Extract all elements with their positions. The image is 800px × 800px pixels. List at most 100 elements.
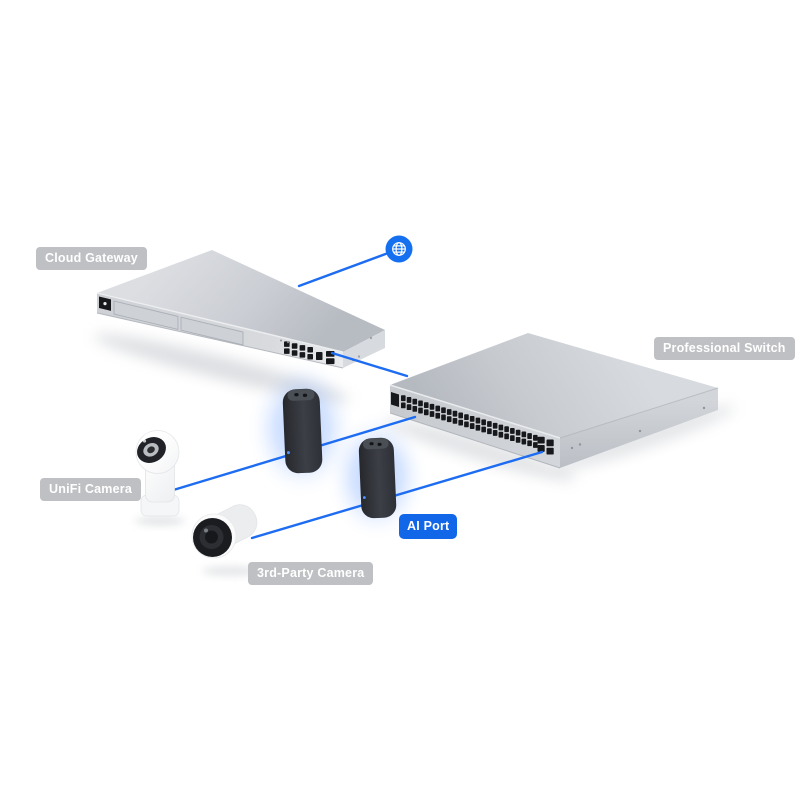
- ethernet-port: [284, 348, 290, 354]
- ethernet-port: [446, 409, 452, 415]
- ethernet-port: [423, 402, 429, 408]
- gateway-drive-bay-2: [180, 316, 244, 346]
- unifi-camera-shadow: [135, 516, 185, 526]
- ethernet-port: [504, 426, 509, 433]
- globe-glyph: [392, 242, 406, 256]
- ethernet-port: [492, 422, 498, 429]
- line-switch-thirdparty-camera: [250, 450, 544, 540]
- gateway-top-face: [97, 250, 385, 352]
- ethernet-port: [406, 404, 412, 411]
- switch-side-edge: [559, 387, 719, 439]
- switch-screw-4: [702, 406, 706, 410]
- ai-port-2-port-a: [369, 442, 374, 446]
- ai-port-device-1: [282, 388, 323, 474]
- ethernet-port: [418, 407, 423, 414]
- ethernet-port: [452, 410, 458, 417]
- ethernet-port: [475, 424, 481, 431]
- ethernet-port: [537, 445, 545, 452]
- ethernet-port: [412, 405, 418, 412]
- ethernet-port: [515, 429, 521, 436]
- switch-top-face: [390, 333, 718, 438]
- ethernet-port: [429, 403, 435, 410]
- ai-port-1-led: [286, 451, 290, 455]
- unifi-camera-device: [135, 430, 185, 526]
- switch-shadow-side: [555, 405, 735, 471]
- switch-screw-1: [570, 446, 574, 450]
- ethernet-port: [464, 414, 469, 421]
- ethernet-port: [299, 345, 306, 351]
- professional-switch-label: Professional Switch: [654, 337, 795, 360]
- ethernet-port: [401, 395, 406, 402]
- gateway-indicator-dot-1: [280, 339, 282, 342]
- ethernet-port: [533, 442, 538, 448]
- ethernet-port: [521, 431, 527, 438]
- ai-port-1-body: [282, 388, 323, 474]
- switch-screw-2: [578, 443, 582, 446]
- gateway-bevel: [96, 292, 344, 353]
- ethernet-port: [435, 412, 441, 419]
- ethernet-port: [487, 421, 492, 427]
- switch-shadow-front: [384, 419, 576, 481]
- ai-port-1-port-b: [302, 393, 308, 398]
- switch-ports: [401, 395, 554, 455]
- ethernet-port: [406, 397, 412, 403]
- gateway-screw-2: [357, 355, 361, 358]
- ethernet-port: [291, 350, 298, 356]
- ethernet-port: [487, 428, 492, 435]
- ethernet-port: [546, 447, 554, 455]
- ethernet-port: [423, 409, 429, 416]
- ai-port-label: AI Port: [399, 514, 458, 539]
- ethernet-port: [510, 428, 515, 434]
- ethernet-port: [469, 415, 475, 422]
- ethernet-port: [492, 430, 498, 436]
- gateway-drive-bay-1: [113, 300, 179, 330]
- globe-icon: [385, 235, 413, 263]
- ai-port-2-port-b: [377, 442, 382, 446]
- third-party-camera-device: [191, 504, 260, 576]
- line-gateway-switch: [330, 351, 409, 378]
- gateway-ports: [284, 341, 335, 365]
- third-party-camera-label: 3rd-Party Camera: [248, 562, 374, 585]
- line-internet-gateway: [297, 247, 401, 288]
- ethernet-port: [481, 419, 486, 426]
- ethernet-port: [458, 419, 463, 426]
- gateway-power-led: [103, 302, 107, 306]
- ai-port-2-body: [358, 437, 397, 519]
- gateway-screw-3: [369, 336, 373, 340]
- ethernet-port: [464, 421, 469, 428]
- switch-side-face: [560, 388, 718, 468]
- ethernet-port: [481, 426, 486, 433]
- ethernet-port: [429, 411, 435, 417]
- ethernet-port: [469, 423, 475, 429]
- professional-switch-device: [389, 333, 719, 469]
- ethernet-port: [326, 358, 335, 365]
- switch-bevel: [389, 384, 561, 439]
- ethernet-port: [515, 436, 521, 443]
- cloud-gateway-device: [96, 250, 385, 369]
- ethernet-port: [498, 424, 504, 431]
- ai-port-1-top: [287, 389, 315, 401]
- ai-port-2-led: [362, 496, 366, 499]
- third-party-camera-shadow: [202, 566, 260, 576]
- unifi-camera-lens-pupil: [147, 446, 155, 454]
- ethernet-port: [546, 439, 554, 447]
- ethernet-port: [418, 400, 423, 407]
- ethernet-port: [307, 346, 313, 353]
- ethernet-port: [527, 433, 532, 439]
- ai-port-device-2: [358, 437, 397, 519]
- switch-screw-3: [638, 429, 642, 433]
- ethernet-port: [441, 414, 446, 421]
- ethernet-port: [510, 435, 515, 442]
- ethernet-port: [452, 417, 458, 424]
- ethernet-port: [537, 436, 545, 444]
- switch-bottom-edge: [389, 412, 561, 469]
- ethernet-port: [316, 352, 323, 360]
- ethernet-port: [441, 407, 446, 414]
- ethernet-port: [475, 417, 481, 424]
- ethernet-port: [498, 431, 504, 438]
- ethernet-port: [401, 402, 406, 409]
- ethernet-port: [435, 405, 441, 412]
- ai-port-1-port-a: [294, 393, 299, 397]
- ethernet-port: [527, 440, 532, 447]
